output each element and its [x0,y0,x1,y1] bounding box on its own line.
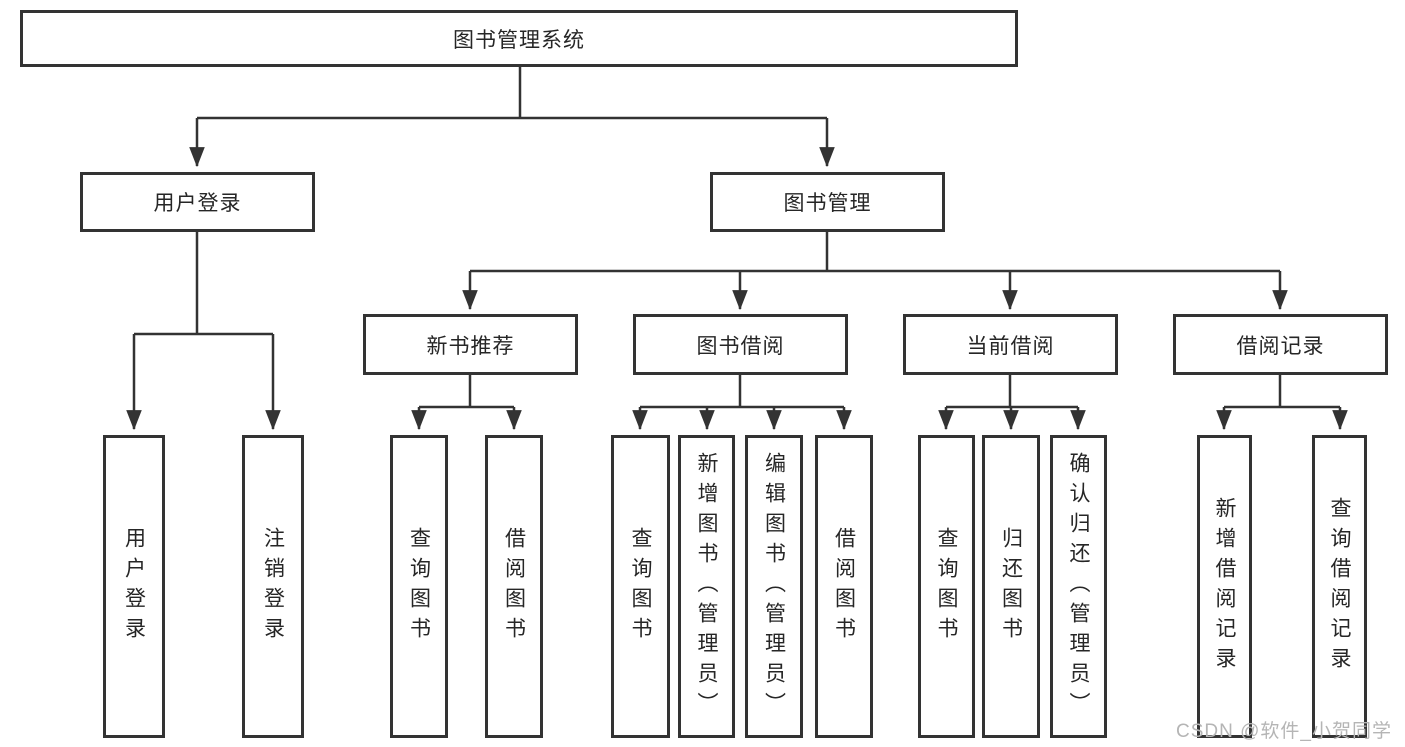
node-book-borrow: 图书借阅 [633,314,848,375]
node-book-management-label: 图书管理 [783,192,872,215]
leaf-borrow-books-recommend: 借阅图书 [485,435,543,738]
leaf-edit-books-admin-label: 编辑图书（管理员） [762,451,786,722]
node-borrow-records: 借阅记录 [1173,314,1388,375]
leaf-user-login-label: 用户登录 [122,526,146,647]
node-user-login-label: 用户登录 [153,192,242,215]
leaf-return-books-label: 归还图书 [999,526,1023,647]
leaf-borrow-books-label: 借阅图书 [832,526,856,647]
leaf-query-borrow-record: 查询借阅记录 [1312,435,1367,738]
leaf-query-books-recommend: 查询图书 [390,435,448,738]
leaf-return-books: 归还图书 [982,435,1040,738]
leaf-query-books-recommend-label: 查询图书 [407,526,431,647]
leaf-edit-books-admin: 编辑图书（管理员） [745,435,803,738]
leaf-user-login: 用户登录 [103,435,165,738]
node-current-borrow: 当前借阅 [903,314,1118,375]
leaf-add-books-admin-label: 新增图书（管理员） [695,451,718,722]
node-book-management: 图书管理 [710,172,945,232]
leaf-query-books-borrow: 查询图书 [611,435,670,738]
leaf-query-books-current: 查询图书 [918,435,975,738]
leaf-confirm-return-admin: 确认归还（管理员） [1050,435,1107,738]
leaf-query-books-borrow-label: 查询图书 [629,526,652,647]
leaf-logout-label: 注销登录 [261,526,285,647]
node-user-login: 用户登录 [80,172,315,232]
watermark: CSDN @软件_小贺同学 [1176,721,1392,742]
node-current-borrow-label: 当前借阅 [966,334,1055,358]
leaf-add-borrow-record: 新增借阅记录 [1197,435,1252,738]
node-root-label: 图书管理系统 [453,28,585,52]
leaf-add-borrow-record-label: 新增借阅记录 [1213,496,1236,677]
node-book-borrow-label: 图书借阅 [696,334,785,358]
leaf-query-books-current-label: 查询图书 [935,526,958,647]
node-new-book-recommend-label: 新书推荐 [426,334,515,358]
leaf-borrow-books-recommend-label: 借阅图书 [502,526,526,647]
leaf-confirm-return-admin-label: 确认归还（管理员） [1067,451,1090,722]
leaf-query-borrow-record-label: 查询借阅记录 [1328,496,1351,677]
node-root: 图书管理系统 [20,10,1018,67]
leaf-add-books-admin: 新增图书（管理员） [678,435,735,738]
leaf-logout: 注销登录 [242,435,304,738]
node-borrow-records-label: 借阅记录 [1236,334,1325,358]
leaf-borrow-books: 借阅图书 [815,435,873,738]
node-new-book-recommend: 新书推荐 [363,314,578,375]
